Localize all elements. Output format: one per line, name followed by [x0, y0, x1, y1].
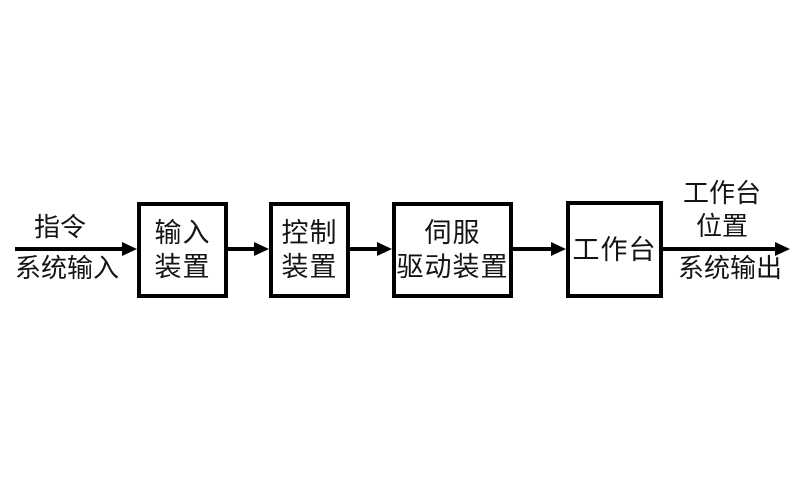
- arrowhead-3-4-icon: [551, 242, 566, 256]
- block-worktable: 工作台: [566, 201, 663, 298]
- block-servo-drive-device: 伺服 驱动装置: [392, 202, 513, 298]
- block-control-device: 控制 装置: [269, 202, 350, 298]
- block-servo-drive-device-line1: 伺服: [424, 218, 481, 248]
- input-flow-line: [15, 247, 124, 251]
- block-control-device-line1: 控制: [281, 218, 338, 248]
- block-input-device: 输入 装置: [137, 202, 228, 298]
- output-arrowhead-icon: [775, 242, 790, 256]
- arrowhead-2-3-icon: [377, 242, 392, 256]
- block-control-device-line2: 装置: [281, 252, 338, 282]
- output-flow-line: [663, 247, 776, 251]
- flow-line-3-4: [513, 247, 552, 251]
- arrowhead-1-2-icon: [254, 242, 269, 256]
- block-servo-drive-device-line2: 驱动装置: [396, 252, 509, 282]
- flow-line-2-3: [350, 247, 378, 251]
- block-input-device-line2: 装置: [154, 252, 211, 282]
- output-label-system-output: 系统输出: [677, 254, 782, 283]
- block-input-device-line1: 输入: [154, 218, 211, 248]
- input-arrowhead-icon: [122, 242, 137, 256]
- output-label-position: 位置: [695, 212, 748, 241]
- output-label-worktable: 工作台: [682, 179, 761, 208]
- flow-line-1-2: [228, 247, 255, 251]
- input-label-command: 指令: [33, 213, 86, 242]
- block-worktable-line1: 工作台: [572, 234, 657, 265]
- input-label-system-input: 系统输入: [14, 254, 119, 283]
